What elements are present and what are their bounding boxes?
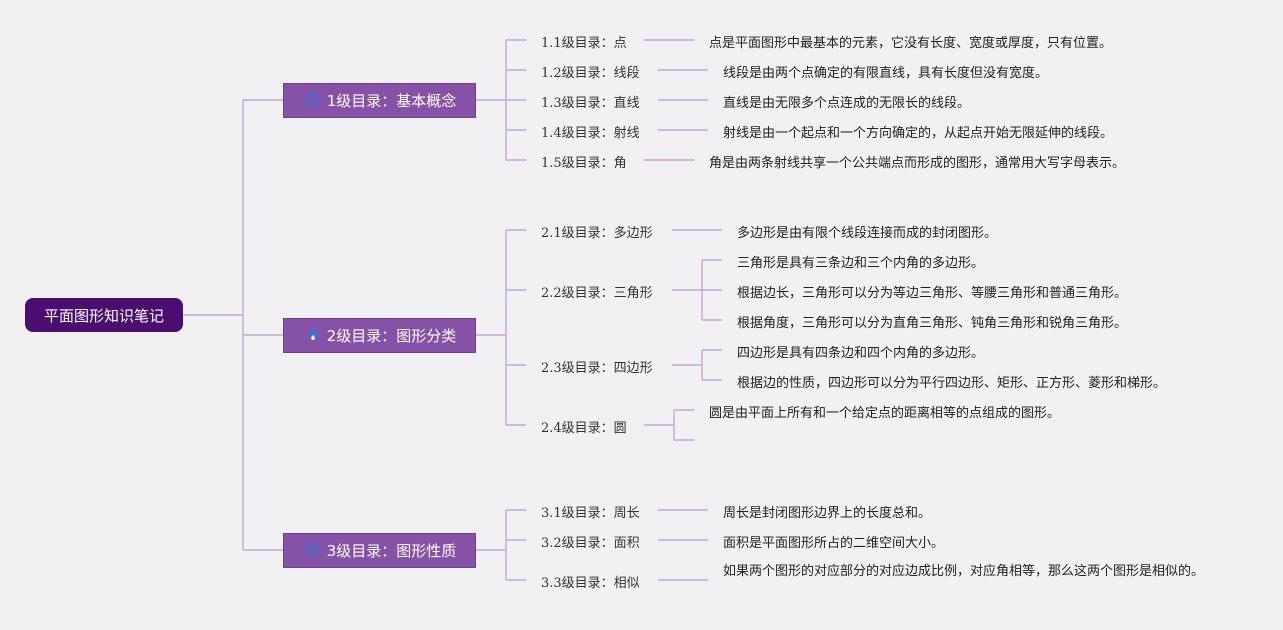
root-node[interactable]: 平面图形知识笔记 bbox=[25, 298, 183, 332]
note-1-5[interactable]: 角是由两条射线共享一个公共端点而形成的图形，通常用大写字母表示。 bbox=[709, 156, 1126, 171]
subtopic-label: 1.1级目录：点 bbox=[541, 36, 627, 51]
subtopic-label: 1.3级目录：直线 bbox=[541, 96, 640, 111]
branch-node-shape-classification[interactable]: 2级目录：图形分类 bbox=[283, 318, 476, 353]
subtopic-2-4[interactable]: 2.4级目录：圆 bbox=[541, 417, 627, 436]
branch-node-basic-concepts[interactable]: 1级目录：基本概念 bbox=[283, 83, 476, 118]
subtopic-1-5[interactable]: 1.5级目录：角 bbox=[541, 152, 627, 171]
note-1-2[interactable]: 线段是由两个点确定的有限直线，具有长度但没有宽度。 bbox=[723, 66, 1049, 81]
note-1-4[interactable]: 射线是由一个起点和一个方向确定的，从起点开始无限延伸的线段。 bbox=[723, 126, 1114, 141]
subtopic-label: 1.2级目录：线段 bbox=[541, 66, 640, 81]
subtopic-label: 3.2级目录：面积 bbox=[541, 536, 640, 551]
branch-label: 2级目录：图形分类 bbox=[326, 327, 457, 345]
subtopic-2-2[interactable]: 2.2级目录：三角形 bbox=[541, 282, 653, 301]
subtopic-label: 2.4级目录：圆 bbox=[541, 421, 627, 436]
note-2-1[interactable]: 多边形是由有限个线段连接而成的封闭图形。 bbox=[737, 226, 998, 241]
note-2-4-a[interactable]: 圆是由平面上所有和一个给定点的距离相等的点组成的图形。 bbox=[709, 406, 1061, 421]
star-outline-icon bbox=[303, 539, 323, 563]
note-2-3-b[interactable]: 根据边的性质，四边形可以分为平行四边形、矩形、正方形、菱形和梯形。 bbox=[737, 376, 1167, 391]
subtopic-label: 3.3级目录：相似 bbox=[541, 576, 640, 591]
subtopic-1-3[interactable]: 1.3级目录：直线 bbox=[541, 92, 640, 111]
branch-node-shape-properties[interactable]: 3级目录：图形性质 bbox=[283, 533, 476, 568]
subtopic-3-1[interactable]: 3.1级目录：周长 bbox=[541, 502, 640, 521]
note-3-2[interactable]: 面积是平面图形所占的二维空间大小。 bbox=[723, 536, 945, 551]
branch-label: 1级目录：基本概念 bbox=[326, 92, 457, 110]
subtopic-3-2[interactable]: 3.2级目录：面积 bbox=[541, 532, 640, 551]
note-1-1[interactable]: 点是平面图形中最基本的元素，它没有长度、宽度或厚度，只有位置。 bbox=[709, 36, 1113, 51]
subtopic-label: 1.5级目录：角 bbox=[541, 156, 627, 171]
subtopic-1-4[interactable]: 1.4级目录：射线 bbox=[541, 122, 640, 141]
branch-label: 3级目录：图形性质 bbox=[326, 542, 457, 560]
note-3-1[interactable]: 周长是封闭图形边界上的长度总和。 bbox=[723, 506, 932, 521]
subtopic-label: 2.3级目录：四边形 bbox=[541, 361, 653, 376]
subtopic-label: 3.1级目录：周长 bbox=[541, 506, 640, 521]
subtopic-label: 2.2级目录：三角形 bbox=[541, 286, 653, 301]
subtopic-2-3[interactable]: 2.3级目录：四边形 bbox=[541, 357, 653, 376]
note-2-2-a[interactable]: 三角形是具有三条边和三个内角的多边形。 bbox=[737, 256, 985, 271]
note-1-3[interactable]: 直线是由无限多个点连成的无限长的线段。 bbox=[723, 96, 971, 111]
root-label: 平面图形知识笔记 bbox=[43, 306, 164, 325]
note-2-3-a[interactable]: 四边形是具有四条边和四个内角的多边形。 bbox=[737, 346, 985, 361]
subtopic-2-1[interactable]: 2.1级目录：多边形 bbox=[541, 222, 653, 241]
flame-icon bbox=[303, 324, 323, 348]
note-2-2-b[interactable]: 根据边长，三角形可以分为等边三角形、等腰三角形和普通三角形。 bbox=[737, 286, 1128, 301]
star-outline-icon bbox=[303, 89, 323, 113]
note-3-3[interactable]: 如果两个图形的对应部分的对应边成比例，对应角相等，那么这两个图形是相似的。 bbox=[723, 564, 1205, 579]
subtopic-1-1[interactable]: 1.1级目录：点 bbox=[541, 32, 627, 51]
subtopic-label: 1.4级目录：射线 bbox=[541, 126, 640, 141]
subtopic-1-2[interactable]: 1.2级目录：线段 bbox=[541, 62, 640, 81]
subtopic-label: 2.1级目录：多边形 bbox=[541, 226, 653, 241]
subtopic-3-3[interactable]: 3.3级目录：相似 bbox=[541, 572, 640, 591]
note-2-2-c[interactable]: 根据角度，三角形可以分为直角三角形、钝角三角形和锐角三角形。 bbox=[737, 316, 1128, 331]
